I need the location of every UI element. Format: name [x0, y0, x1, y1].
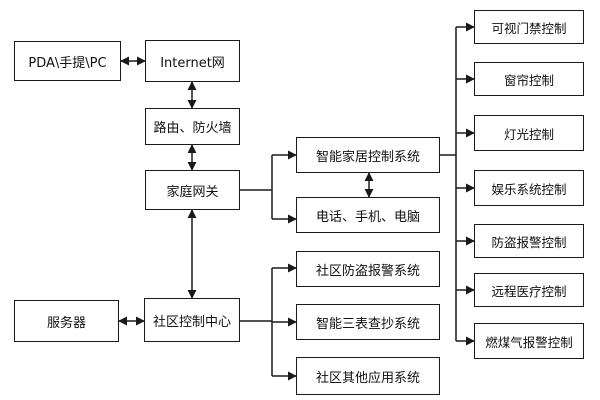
entertainment-control-node: 娱乐系统控制 [474, 170, 584, 206]
pda-node: PDA\手提\PC [14, 41, 121, 81]
router-node: 路由、防火墙 [145, 108, 240, 145]
internet-node: Internet网 [145, 40, 240, 82]
light-control-node: 灯光控制 [474, 115, 584, 151]
security-system-node: 社区防盗报警系统 [296, 251, 440, 287]
door-control-node: 可视门禁控制 [474, 10, 584, 44]
phone-node: 电话、手机、电脑 [296, 197, 440, 233]
medical-control-node: 远程医疗控制 [474, 273, 584, 307]
community-center-node: 社区控制中心 [144, 298, 240, 342]
gateway-node: 家庭网关 [145, 170, 240, 210]
other-apps-node: 社区其他应用系统 [296, 357, 440, 395]
smarthome-node: 智能家居控制系统 [296, 137, 440, 173]
server-node: 服务器 [14, 300, 119, 342]
meter-system-node: 智能三表查抄系统 [296, 304, 440, 340]
gas-alarm-control-node: 燃煤气报警控制 [474, 323, 584, 359]
antitheft-control-node: 防盗报警控制 [474, 224, 584, 258]
curtain-control-node: 窗帘控制 [474, 62, 584, 96]
